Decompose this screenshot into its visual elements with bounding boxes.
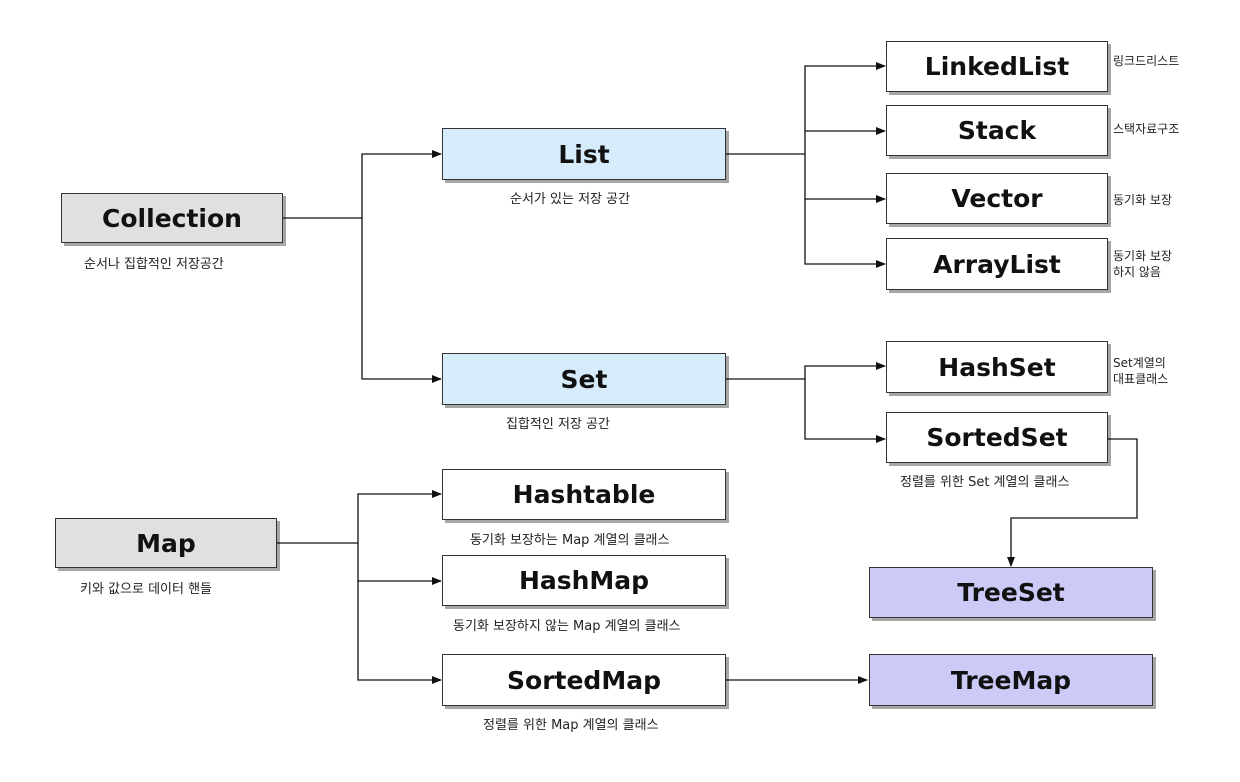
- sortedset-caption: 정렬를 위한 Set 계열의 클래스: [900, 475, 1070, 490]
- edge-set-hashset: [804, 362, 886, 379]
- stack-node: Stack: [886, 105, 1108, 156]
- edge-map-hashmap: [357, 543, 442, 585]
- hashtable-caption: 동기화 보장하는 Map 계열의 클래스: [470, 533, 670, 548]
- sortedmap-node: SortedMap: [442, 654, 726, 706]
- edge-set-sortedset: [804, 379, 886, 443]
- arraylist-note-line1: 동기화 보장: [1113, 249, 1173, 263]
- vector-node: Vector: [886, 173, 1108, 224]
- hashset-note-line2: 대표클래스: [1113, 372, 1169, 386]
- map-caption: 키와 값으로 데이터 핸들: [80, 582, 212, 597]
- edge-map-hashtable: [357, 490, 442, 543]
- hashset-node: HashSet: [886, 341, 1108, 393]
- collection-node: Collection: [61, 193, 283, 243]
- edge-list-arraylist: [804, 199, 886, 268]
- stack-note: 스택자료구조: [1113, 122, 1180, 136]
- linkedlist-note: 링크드리스트: [1113, 54, 1180, 68]
- sortedmap-caption: 정렬를 위한 Map 계열의 클래스: [483, 718, 659, 733]
- edge-list-vector: [804, 154, 886, 203]
- set-caption: 집합적인 저장 공간: [506, 417, 610, 432]
- vector-note: 동기화 보장: [1113, 193, 1173, 207]
- linkedlist-node: LinkedList: [886, 41, 1108, 92]
- hashtable-node: Hashtable: [442, 469, 726, 520]
- hashset-note-line1: Set계열의: [1113, 356, 1166, 370]
- collection-caption: 순서나 집합적인 저장공간: [84, 257, 224, 272]
- list-caption: 순서가 있는 저장 공간: [510, 192, 631, 207]
- sortedset-node: SortedSet: [886, 412, 1108, 463]
- list-node: List: [442, 128, 726, 180]
- arraylist-note-line2: 하지 않음: [1113, 265, 1161, 279]
- edge-map-sortedmap: [357, 581, 442, 684]
- map-node: Map: [55, 518, 277, 568]
- edge-collection-list: [283, 150, 442, 219]
- hashmap-node: HashMap: [442, 555, 726, 606]
- hashmap-caption: 동기화 보장하지 않는 Map 계열의 클래스: [453, 619, 681, 634]
- treeset-node: TreeSet: [869, 567, 1153, 618]
- arraylist-node: ArrayList: [886, 238, 1108, 290]
- set-node: Set: [442, 353, 726, 405]
- edge-list-linkedlist: [804, 62, 886, 154]
- edge-sortedset-treeset: [1007, 438, 1138, 567]
- edge-collection-set: [361, 218, 442, 383]
- treemap-node: TreeMap: [869, 654, 1153, 706]
